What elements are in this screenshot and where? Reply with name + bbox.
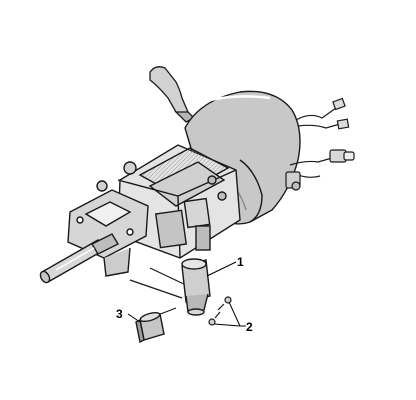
lower-linkage — [129, 267, 189, 319]
leader-lines — [127, 261, 246, 327]
column-body — [96, 144, 241, 259]
part-1-lock-cylinder — [181, 258, 211, 316]
callout-1: 1 — [237, 255, 244, 269]
wiring-harness-upper — [295, 97, 350, 130]
callout-2: 2 — [246, 320, 253, 334]
mounting-bracket — [67, 189, 149, 277]
steering-shaft — [39, 233, 119, 284]
leader-2b — [213, 323, 241, 327]
callout-3: 3 — [116, 307, 123, 321]
wiring-harness-right — [285, 149, 355, 191]
leader-1 — [206, 261, 237, 277]
leader-3 — [127, 313, 141, 323]
part-3-lock-button — [135, 311, 165, 344]
part-2-screws — [208, 296, 232, 326]
turn-signal-lever — [149, 66, 196, 123]
leader-2a — [228, 301, 246, 327]
